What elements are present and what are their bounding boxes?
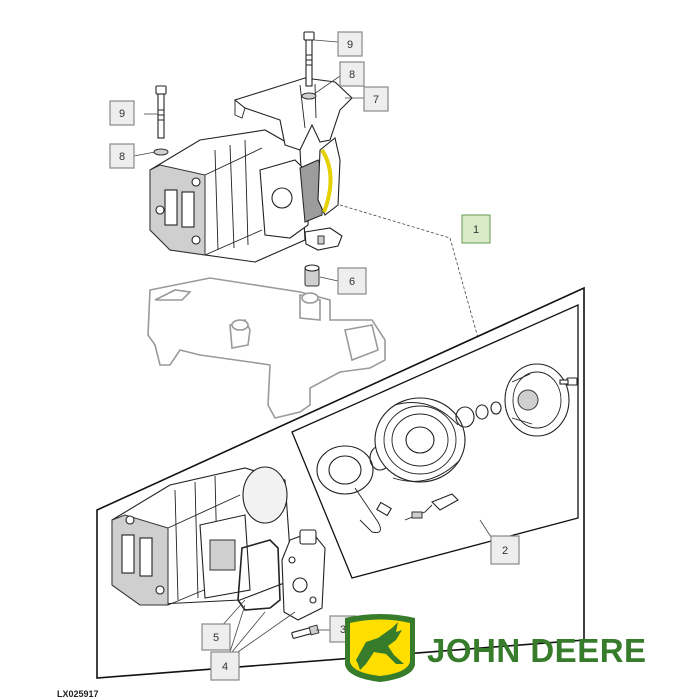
mounting-bracket xyxy=(147,277,386,419)
valve-bolt xyxy=(291,624,320,639)
wiring-clip xyxy=(304,227,343,251)
connector-plug xyxy=(404,493,459,521)
hub-bolt xyxy=(559,377,578,386)
callout-9-left[interactable]: 9 xyxy=(109,100,135,126)
drawing-id: LX025917 xyxy=(57,689,99,699)
valve-block xyxy=(281,529,326,621)
callout-6[interactable]: 6 xyxy=(337,267,367,295)
svg-text:6: 6 xyxy=(349,276,355,288)
clutch-field-coil xyxy=(316,445,392,533)
svg-text:3: 3 xyxy=(340,624,346,636)
callout-5[interactable]: 5 xyxy=(201,623,231,651)
callout-8-top[interactable]: 8 xyxy=(339,61,365,87)
svg-text:8: 8 xyxy=(349,69,355,81)
detail-frame xyxy=(96,286,585,679)
bolt-top xyxy=(303,31,315,87)
svg-text:9: 9 xyxy=(347,39,353,51)
heat-shield xyxy=(233,77,353,151)
svg-text:2: 2 xyxy=(502,545,508,557)
clutch-hub-plate xyxy=(504,363,570,437)
callout-7[interactable]: 7 xyxy=(363,86,389,112)
svg-text:1: 1 xyxy=(473,224,479,236)
shim-set xyxy=(455,401,502,428)
pulley-rotor xyxy=(374,397,466,483)
washer-left xyxy=(153,148,169,156)
callout-4[interactable]: 4 xyxy=(210,651,240,681)
callout-2[interactable]: 2 xyxy=(490,535,520,565)
svg-text:4: 4 xyxy=(222,661,228,673)
gasket xyxy=(237,539,281,611)
compressor-upper xyxy=(149,129,341,263)
clutch-detail-frame xyxy=(291,304,579,579)
svg-text:7: 7 xyxy=(373,94,379,106)
spacer-bushing xyxy=(304,264,320,287)
callout-1[interactable]: 1 xyxy=(461,214,491,244)
compressor-lower xyxy=(111,466,293,606)
svg-text:8: 8 xyxy=(119,151,125,163)
callout-8-left[interactable]: 8 xyxy=(109,143,135,169)
bolt-left xyxy=(155,85,167,139)
callout-9-top[interactable]: 9 xyxy=(337,31,363,57)
washer-top xyxy=(301,92,317,100)
svg-text:JOHN DEERE: JOHN DEERE xyxy=(427,632,647,669)
john-deere-logo: JOHN DEERE xyxy=(345,614,647,682)
svg-text:9: 9 xyxy=(119,108,125,120)
svg-text:5: 5 xyxy=(213,632,219,644)
